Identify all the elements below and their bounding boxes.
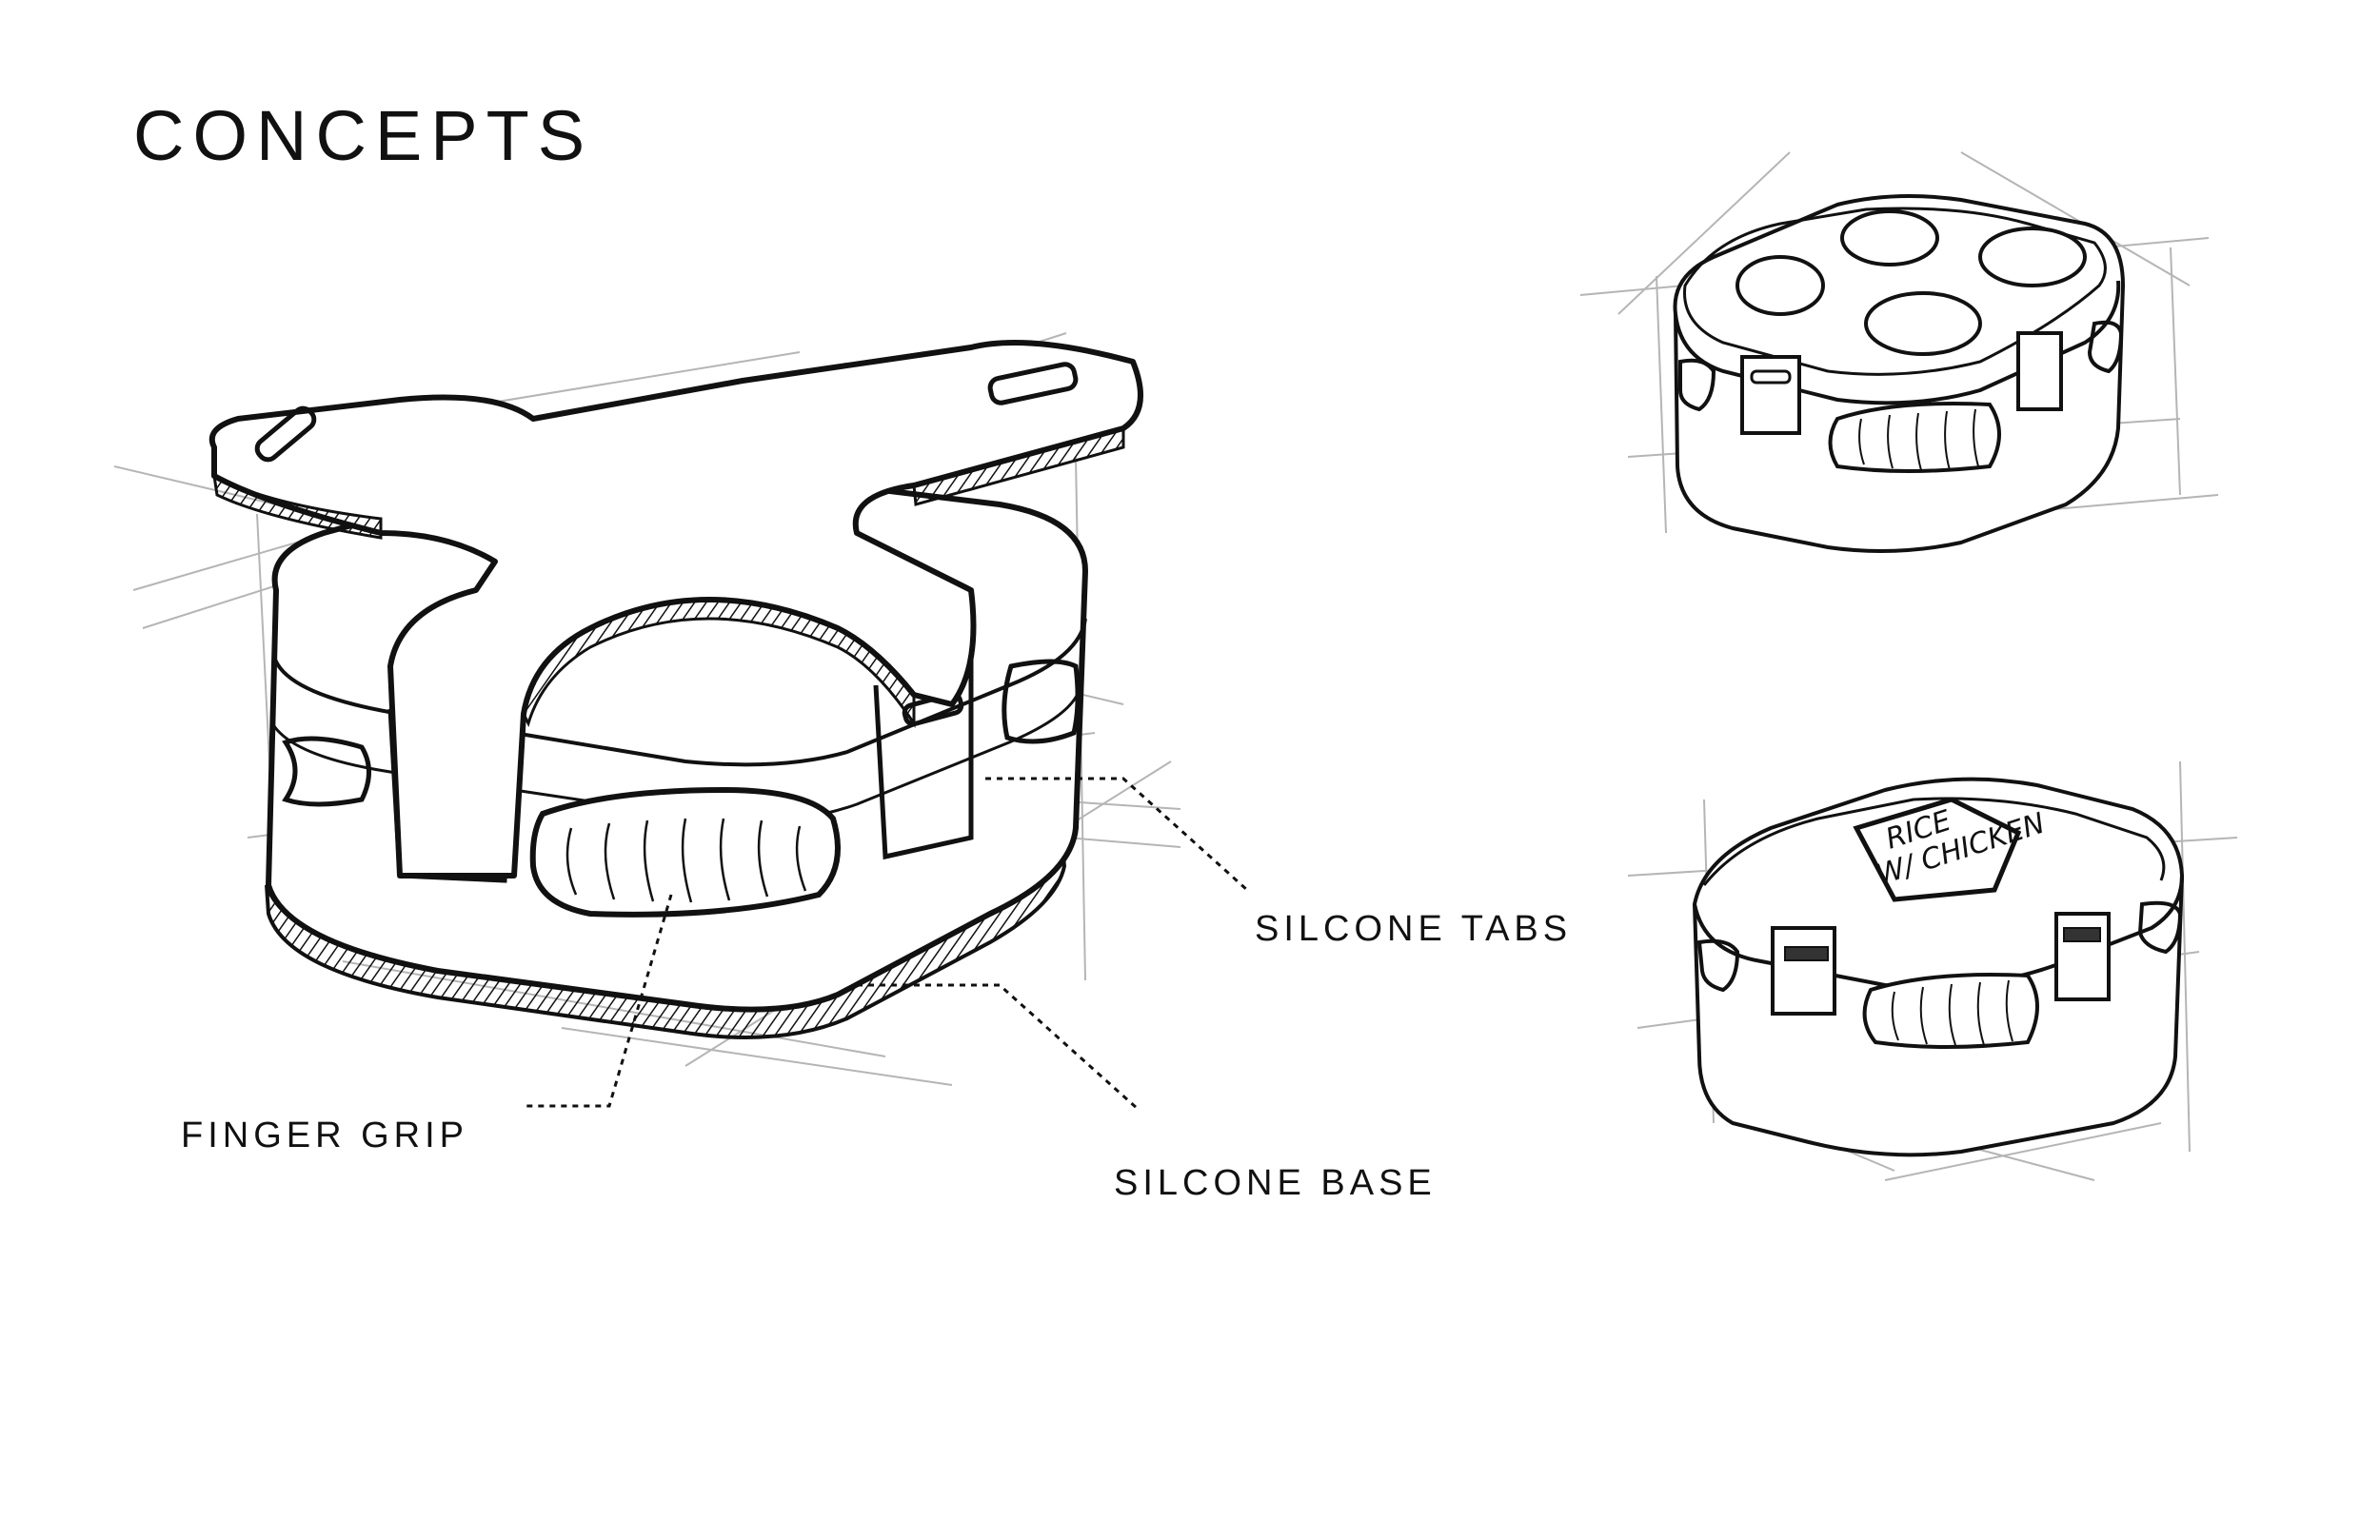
finger-grip-sketch (529, 786, 841, 918)
main-concept-sketch (113, 332, 1181, 1086)
labeled-lid-concept-sketch: RICE W/ CHICKEN (1627, 760, 2238, 1181)
page-title: CONCEPTS (133, 96, 594, 175)
callout-leaders (524, 777, 1249, 1111)
compartment-concept-sketch (1579, 151, 2219, 553)
silicone-tabs-callout: SILCONE TABS (1255, 909, 1573, 949)
finger-grip-callout: FINGER GRIP (181, 1116, 469, 1155)
silicone-base-callout: SILCONE BASE (1114, 1163, 1437, 1203)
